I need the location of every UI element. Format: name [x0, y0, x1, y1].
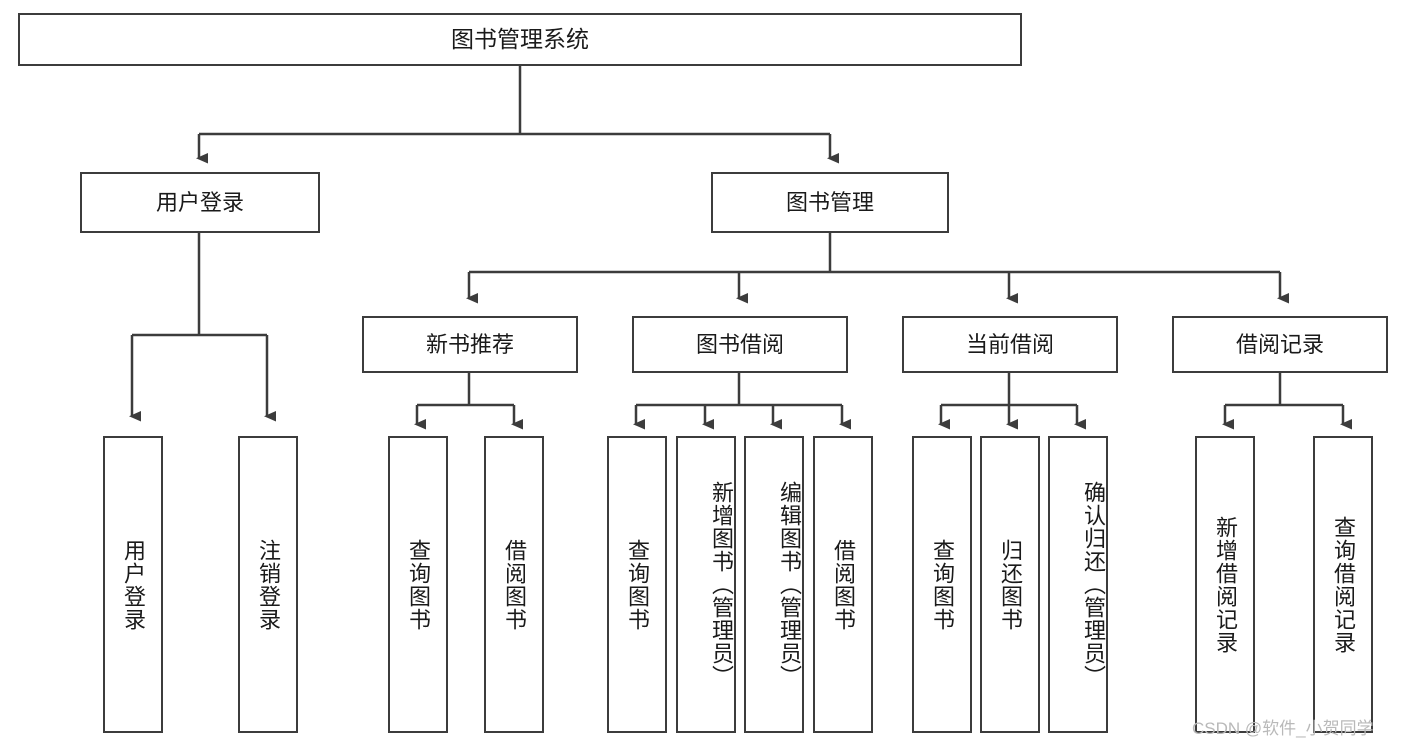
node-book-management[interactable]: 图书管理: [711, 172, 949, 233]
node-label: 用户登录: [155, 189, 244, 215]
leaf-query-books-current[interactable]: 查询图书: [912, 436, 972, 733]
leaf-return-books[interactable]: 归还图书: [980, 436, 1040, 733]
leaf-query-borrow-record[interactable]: 查询借阅记录: [1313, 436, 1373, 733]
node-label: 新增借阅记录: [1212, 515, 1238, 654]
node-borrow-records[interactable]: 借阅记录: [1172, 316, 1388, 373]
leaf-borrow-books[interactable]: 借阅图书: [813, 436, 873, 733]
node-root-system[interactable]: 图书管理系统: [18, 13, 1022, 66]
leaf-user-login[interactable]: 用户登录: [103, 436, 163, 733]
node-label: 新书推荐: [425, 331, 514, 357]
leaf-query-books-recommend[interactable]: 查询图书: [388, 436, 448, 733]
node-label: 用户登录: [120, 538, 146, 631]
node-label: 编辑图书（管理员）: [777, 481, 802, 688]
node-label: 图书借阅: [695, 331, 784, 357]
node-label: 当前借阅: [965, 331, 1054, 357]
node-label: 查询图书: [624, 538, 650, 631]
leaf-query-books-borrow[interactable]: 查询图书: [607, 436, 667, 733]
node-label: 借阅图书: [830, 538, 856, 631]
leaf-borrow-books-recommend[interactable]: 借阅图书: [484, 436, 544, 733]
node-new-book-recommend[interactable]: 新书推荐: [362, 316, 578, 373]
node-label: 查询图书: [405, 538, 431, 631]
node-label: 确认归还（管理员）: [1081, 481, 1106, 688]
node-book-borrow[interactable]: 图书借阅: [632, 316, 848, 373]
node-current-borrow[interactable]: 当前借阅: [902, 316, 1118, 373]
node-user-login[interactable]: 用户登录: [80, 172, 320, 233]
leaf-logout[interactable]: 注销登录: [238, 436, 298, 733]
node-label: 新增图书（管理员）: [709, 481, 734, 688]
node-label: 查询借阅记录: [1330, 515, 1356, 654]
node-label: 注销登录: [255, 538, 281, 631]
node-label: 借阅记录: [1235, 331, 1324, 357]
leaf-add-borrow-record[interactable]: 新增借阅记录: [1195, 436, 1255, 733]
leaf-confirm-return-admin[interactable]: 确认归还（管理员）: [1048, 436, 1108, 733]
node-label: 图书管理系统: [451, 25, 589, 52]
node-label: 查询图书: [929, 538, 955, 631]
node-label: 借阅图书: [501, 538, 527, 631]
leaf-edit-book-admin[interactable]: 编辑图书（管理员）: [744, 436, 804, 733]
node-label: 图书管理: [785, 189, 874, 215]
leaf-add-book-admin[interactable]: 新增图书（管理员）: [676, 436, 736, 733]
node-label: 归还图书: [997, 538, 1023, 631]
